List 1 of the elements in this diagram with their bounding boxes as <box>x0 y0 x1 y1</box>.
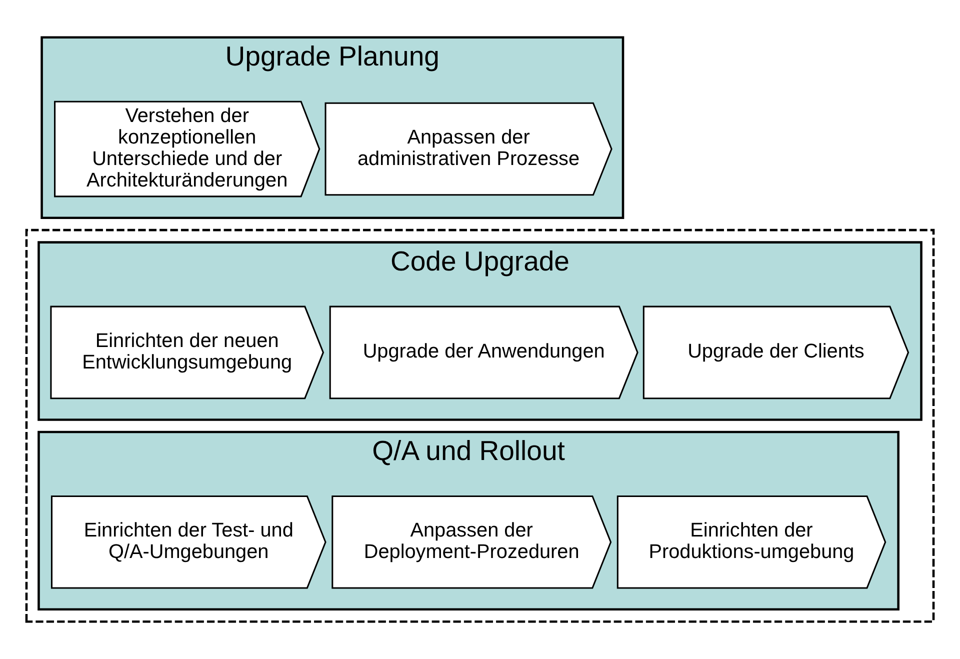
cluster <box>25 228 935 623</box>
